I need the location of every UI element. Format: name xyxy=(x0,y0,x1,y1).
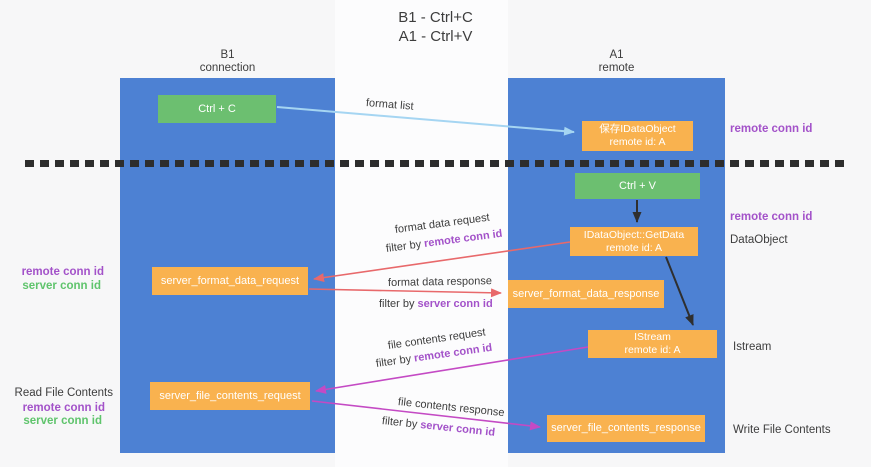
lifeline-b1-name: B1 xyxy=(220,49,235,61)
format-data-response-label: format data response xyxy=(387,275,493,289)
annotation-dataobject: DataObject xyxy=(730,234,788,246)
ctrl-c-box: Ctrl + C xyxy=(158,95,276,123)
getdata-line2: remote id: A xyxy=(605,241,663,254)
save-dataobject-box: 保存IDataObject remote id: A xyxy=(582,121,693,151)
annotation-remote-conn-id-top: remote conn id xyxy=(730,123,813,135)
lifeline-a1-name: A1 xyxy=(609,49,624,61)
annotation-server-conn-id-format: server conn id xyxy=(22,280,101,292)
lifeline-b1-role: connection xyxy=(199,62,256,74)
istream-line1: IStream xyxy=(634,331,671,343)
lifeline-header-b1: B1 connection xyxy=(120,49,335,75)
annotation-remote-conn-id-mid: remote conn id xyxy=(730,211,813,223)
diagram-title: B1 - Ctrl+C A1 - Ctrl+V xyxy=(0,8,871,46)
title-line-1: B1 - Ctrl+C xyxy=(398,9,473,26)
istream-line2: remote id: A xyxy=(624,344,681,356)
ctrl-c-label: Ctrl + C xyxy=(198,102,236,115)
ctrl-v-label: Ctrl + V xyxy=(619,179,656,192)
filter-by-text: filter by xyxy=(379,298,415,310)
server-file-contents-request-box: server_file_contents_request xyxy=(150,382,310,410)
idataobject-getdata-box: IDataObject::GetData remote id: A xyxy=(570,227,698,256)
lifeline-header-a1: A1 remote xyxy=(508,49,725,75)
annotation-read-file-contents: Read File Contents xyxy=(14,387,113,399)
phase-separator-dashed-line xyxy=(25,160,847,167)
server-file-contents-response-box: server_file_contents_response xyxy=(547,415,705,442)
save-dataobject-line2: remote id: A xyxy=(609,136,666,148)
ctrl-v-box: Ctrl + V xyxy=(575,173,700,199)
getdata-line1: IDataObject::GetData xyxy=(583,228,685,241)
server-file-contents-request-label: server_file_contents_request xyxy=(159,389,301,402)
title-line-2: A1 - Ctrl+V xyxy=(398,28,473,45)
annotation-remote-conn-id-file: remote conn id xyxy=(22,402,105,414)
server-file-contents-response-label: server_file_contents_response xyxy=(551,422,701,434)
istream-box: IStream remote id: A xyxy=(588,330,717,358)
server-conn-id-text: server conn id xyxy=(417,298,493,310)
server-format-data-request-box: server_format_data_request xyxy=(152,267,308,295)
annotation-remote-conn-id-format: remote conn id xyxy=(21,266,104,278)
annotation-server-conn-id-file: server conn id xyxy=(23,415,102,427)
annotation-write-file-contents: Write File Contents xyxy=(733,424,831,436)
server-format-data-response-label: server_format_data_response xyxy=(512,287,660,300)
server-format-data-response-box: server_format_data_response xyxy=(508,280,664,308)
save-dataobject-line1: 保存IDataObject xyxy=(599,123,676,135)
lifeline-a1-role: remote xyxy=(598,62,635,74)
annotation-istream: Istream xyxy=(733,341,772,353)
server-format-data-request-label: server_format_data_request xyxy=(160,274,300,287)
